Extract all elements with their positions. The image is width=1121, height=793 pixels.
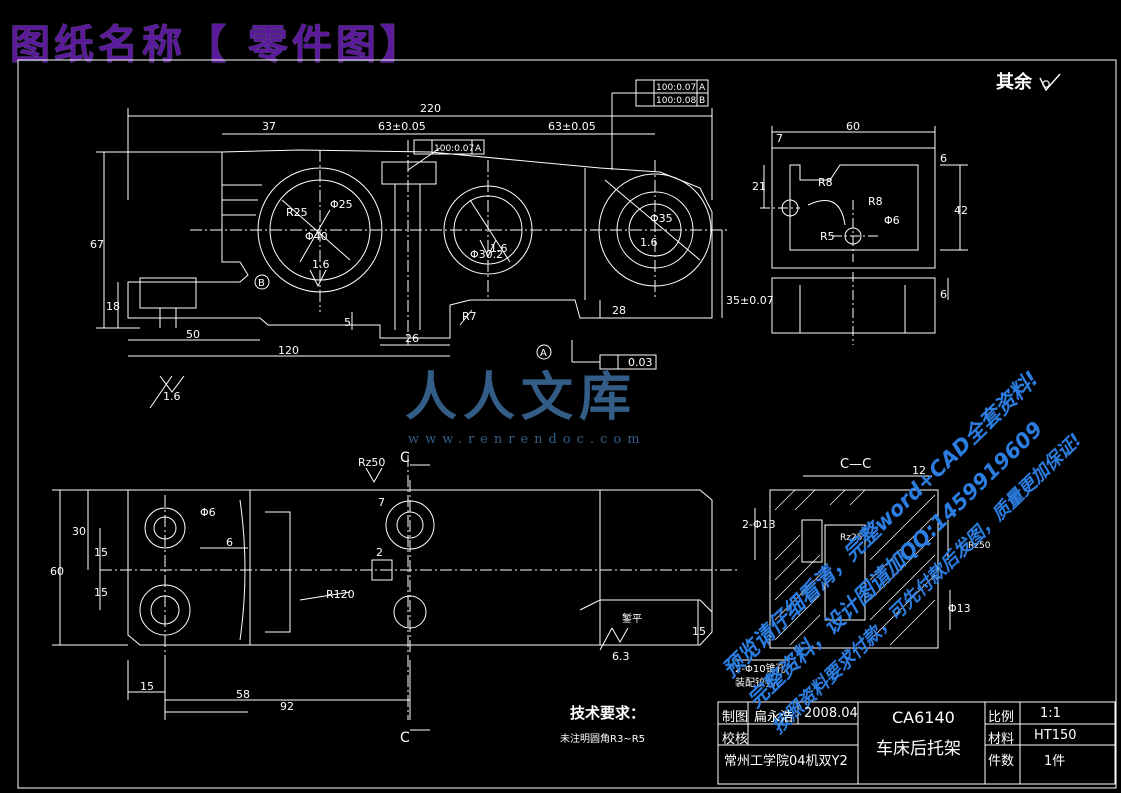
- section-marker-c-bottom: C: [400, 730, 410, 746]
- plan-dim-7: 7: [378, 496, 385, 509]
- cc-rz50: Rz50: [968, 541, 991, 551]
- dim-63b: 63±0.05: [548, 120, 596, 133]
- side-dim-6b: 6: [940, 288, 947, 301]
- default-roughness-note: 其余: [996, 68, 1064, 94]
- dim-28: 28: [612, 304, 626, 317]
- cc-rz25: Rz25: [840, 533, 862, 543]
- section-cc-title: C—C: [840, 457, 871, 472]
- plan-roughness-63: 6.3: [612, 650, 630, 663]
- plan-dim-15a: 15: [94, 546, 108, 559]
- title-block-grid: [717, 701, 1116, 785]
- plan-note-ream: 装配铰孔: [735, 676, 775, 689]
- roughness-3: 1.6: [490, 242, 508, 255]
- dim-35: 35±0.07: [726, 294, 774, 307]
- plan-view: [52, 455, 790, 731]
- side-dim-phi6: Φ6: [884, 214, 900, 227]
- datum-b: B: [258, 278, 265, 289]
- roughness-4: 1.6: [640, 236, 658, 249]
- tolerance-parallel-2: 100:0.07: [656, 83, 696, 93]
- tolerance-parallel-1: 100:0.07: [434, 144, 474, 154]
- side-dim-6a: 6: [940, 152, 947, 165]
- roughness-1: 1.6: [163, 390, 181, 403]
- tb-scale: 1:1: [1040, 706, 1061, 721]
- dim-phi30: Φ30.2: [470, 248, 503, 261]
- section-marker-c-top: C: [400, 450, 410, 466]
- plan-dim-phi6: Φ6: [200, 506, 216, 519]
- tb-school: 常州工学院04机双Y2: [724, 754, 848, 769]
- plan-dim-58: 58: [236, 688, 250, 701]
- watermark-url: www.renrendoc.com: [408, 432, 646, 447]
- section-cc: [754, 475, 951, 649]
- dim-18: 18: [106, 300, 120, 313]
- side-dim-42: 42: [954, 204, 968, 217]
- dim-63a: 63±0.05: [378, 120, 426, 133]
- front-view: [96, 79, 730, 409]
- dim-phi25: Φ25: [330, 198, 353, 211]
- tb-material-label: 材料: [988, 732, 1015, 747]
- tech-requirements-heading: 技术要求：: [570, 704, 645, 722]
- roughness-2: 1.6: [312, 258, 330, 271]
- dim-5: 5: [344, 316, 351, 329]
- tb-check-label: 校核: [722, 732, 749, 747]
- plan-dim-15b: 15: [94, 586, 108, 599]
- tb-drawer: 扁永浩: [754, 710, 794, 725]
- plan-note-holes: 2-Φ10锥孔: [735, 663, 786, 675]
- tb-draw-label: 制图: [722, 710, 749, 725]
- tb-date: 2008.04: [804, 706, 858, 721]
- drawing-frame: [17, 59, 1117, 789]
- dim-r7: R7: [462, 310, 477, 323]
- plan-dim-60: 60: [50, 565, 64, 578]
- side-dim-r8b: R8: [868, 195, 883, 208]
- plan-dim-r120: R120: [326, 588, 355, 601]
- plan-dim-6: 6: [226, 536, 233, 549]
- side-dim-r5: R5: [820, 230, 835, 243]
- plan-dim-15d: 15: [692, 625, 706, 638]
- dim-phi40: Φ40: [305, 230, 328, 243]
- cc-dim-2phi13: 2-Φ13: [742, 518, 776, 531]
- plan-note-flat: 錾平: [622, 612, 642, 625]
- dim-120: 120: [278, 344, 299, 357]
- plan-rz50: Rz50: [358, 456, 385, 469]
- dim-50: 50: [186, 328, 200, 341]
- side-dim-7: 7: [776, 132, 783, 145]
- side-dim-60: 60: [846, 120, 860, 133]
- plan-dim-15c: 15: [140, 680, 154, 693]
- plan-dim-30: 30: [72, 525, 86, 538]
- tb-qty-label: 件数: [988, 754, 1015, 769]
- dim-67: 67: [90, 238, 104, 251]
- tb-qty: 1件: [1044, 754, 1066, 769]
- watermark-brand: 人人文库: [405, 367, 638, 428]
- tolerance-flatness: 0.03: [628, 356, 653, 369]
- dim-phi35: Φ35: [650, 212, 673, 225]
- roughness-symbol-icon: [1039, 73, 1061, 92]
- tb-material: HT150: [1034, 728, 1077, 743]
- plan-dim-2: 2: [376, 546, 383, 559]
- tolerance-ref-3: B: [699, 96, 705, 106]
- dim-37: 37: [262, 120, 276, 133]
- tb-scale-label: 比例: [988, 710, 1015, 725]
- tolerance-ref-2: A: [699, 83, 706, 93]
- side-dim-21: 21: [752, 180, 766, 193]
- side-dim-r8a: R8: [818, 176, 833, 189]
- tolerance-ref-1: A: [475, 144, 482, 154]
- tb-part-name: 车床后托架: [876, 739, 961, 759]
- side-view: [760, 126, 968, 345]
- surface-note-label: 其余: [996, 72, 1032, 93]
- dim-26: 26: [405, 332, 419, 345]
- datum-a: A: [540, 348, 547, 359]
- tech-requirements-note: 未注明圆角R3~R5: [560, 732, 645, 745]
- dim-r25: R25: [286, 206, 308, 219]
- cc-dim-12: 12: [912, 464, 926, 477]
- cc-dim-phi13: Φ13: [948, 602, 971, 615]
- dim-overall-length: 220: [420, 102, 441, 115]
- tb-model: CA6140: [892, 708, 955, 727]
- plan-dim-92: 92: [280, 700, 294, 713]
- tolerance-parallel-3: 100:0.08: [656, 96, 697, 106]
